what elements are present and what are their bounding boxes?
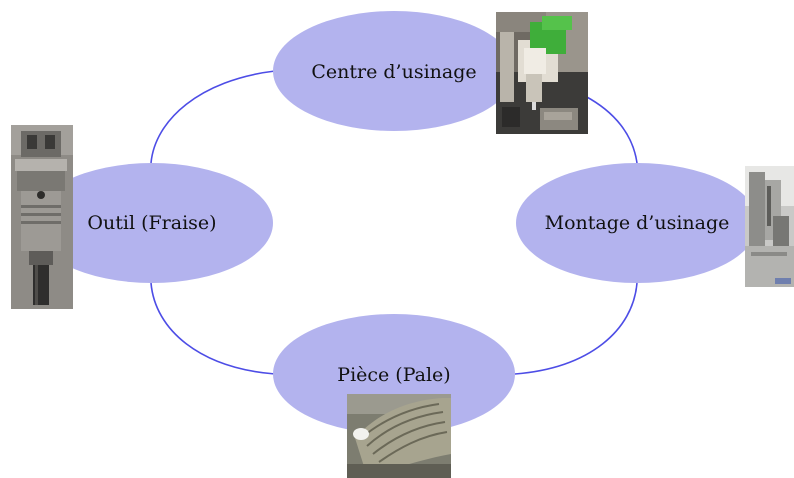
connector-left-bottom [150, 282, 276, 375]
node-label-piece-pale: Pièce (Pale) [337, 364, 450, 386]
node-label-outil-fraise: Outil (Fraise) [87, 212, 216, 234]
node-outil-fraise: Outil (Fraise) [31, 163, 273, 283]
node-piece-pale: Pièce (Pale) [273, 314, 515, 434]
node-label-montage-usinage: Montage d’usinage [545, 212, 730, 234]
machining-centre-photo [496, 12, 588, 134]
connector-right-bottom [514, 282, 638, 375]
fixture-photo [745, 166, 794, 287]
connector-top-right [584, 95, 638, 164]
node-centre-usinage: Centre d’usinage [273, 11, 515, 131]
connector-top-left [150, 70, 276, 164]
node-montage-usinage: Montage d’usinage [516, 163, 758, 283]
node-label-centre-usinage: Centre d’usinage [311, 61, 476, 83]
blade-part-photo [347, 394, 451, 478]
milling-tool-photo [11, 125, 73, 309]
